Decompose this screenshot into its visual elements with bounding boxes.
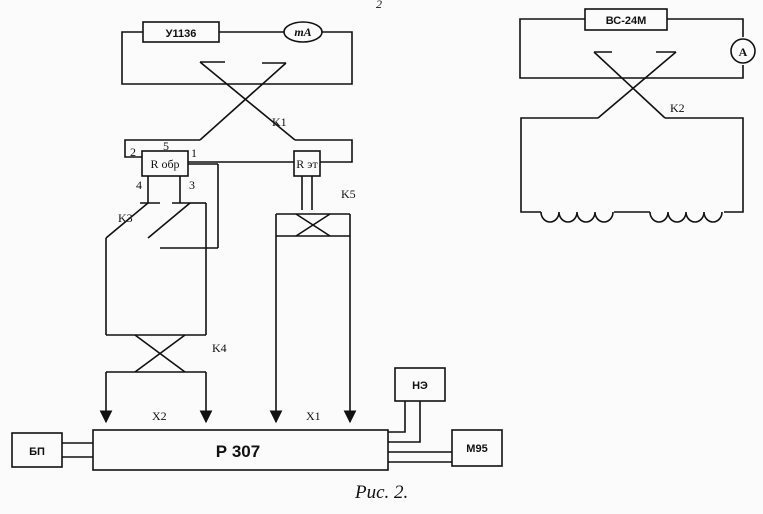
figure-caption: Рис. 2. bbox=[354, 482, 408, 503]
page-number: 2 bbox=[376, 0, 382, 11]
ma-label: mA bbox=[294, 25, 311, 39]
bs24m-label: ВС-24М bbox=[606, 15, 647, 27]
terminal-2: 2 bbox=[130, 145, 136, 159]
r-et-box bbox=[293, 150, 321, 177]
k3-circuit bbox=[105, 163, 219, 335]
k5-circuit bbox=[269, 176, 357, 424]
ne-box bbox=[394, 367, 446, 402]
k3-label: K3 bbox=[118, 211, 133, 225]
k4-label: K4 bbox=[212, 341, 227, 355]
u1136-box bbox=[142, 21, 220, 43]
terminal-5: 5 bbox=[163, 139, 169, 153]
bp-label: БП bbox=[29, 446, 45, 458]
m95-box bbox=[451, 429, 503, 467]
bp-box bbox=[11, 432, 63, 468]
terminal-3: 3 bbox=[189, 178, 195, 192]
p307-label: Р 307 bbox=[216, 442, 260, 461]
ammeter bbox=[730, 38, 756, 64]
k2-circuit bbox=[519, 18, 744, 223]
k1-circuit bbox=[121, 31, 353, 163]
ne-label: НЭ bbox=[412, 380, 428, 392]
ammeter-label: A bbox=[739, 45, 748, 59]
p307-box bbox=[92, 429, 389, 471]
m95-label: М95 bbox=[466, 443, 487, 455]
k1-label: K1 bbox=[272, 115, 287, 129]
k4-circuit bbox=[99, 334, 213, 424]
u1136-label: У1136 bbox=[166, 28, 197, 40]
x1-label: X1 bbox=[306, 409, 321, 423]
terminal-1: 1 bbox=[191, 146, 197, 160]
r-obr-label: R обр bbox=[150, 157, 179, 171]
r-et-label: R эт bbox=[296, 157, 318, 171]
k5-label: K5 bbox=[341, 187, 356, 201]
r-obr-box bbox=[141, 150, 189, 177]
x2-label: X2 bbox=[152, 409, 167, 423]
milliammeter bbox=[283, 21, 323, 43]
k2-label: K2 bbox=[670, 101, 685, 115]
terminal-4: 4 bbox=[136, 178, 142, 192]
bs24m-box bbox=[584, 8, 668, 31]
